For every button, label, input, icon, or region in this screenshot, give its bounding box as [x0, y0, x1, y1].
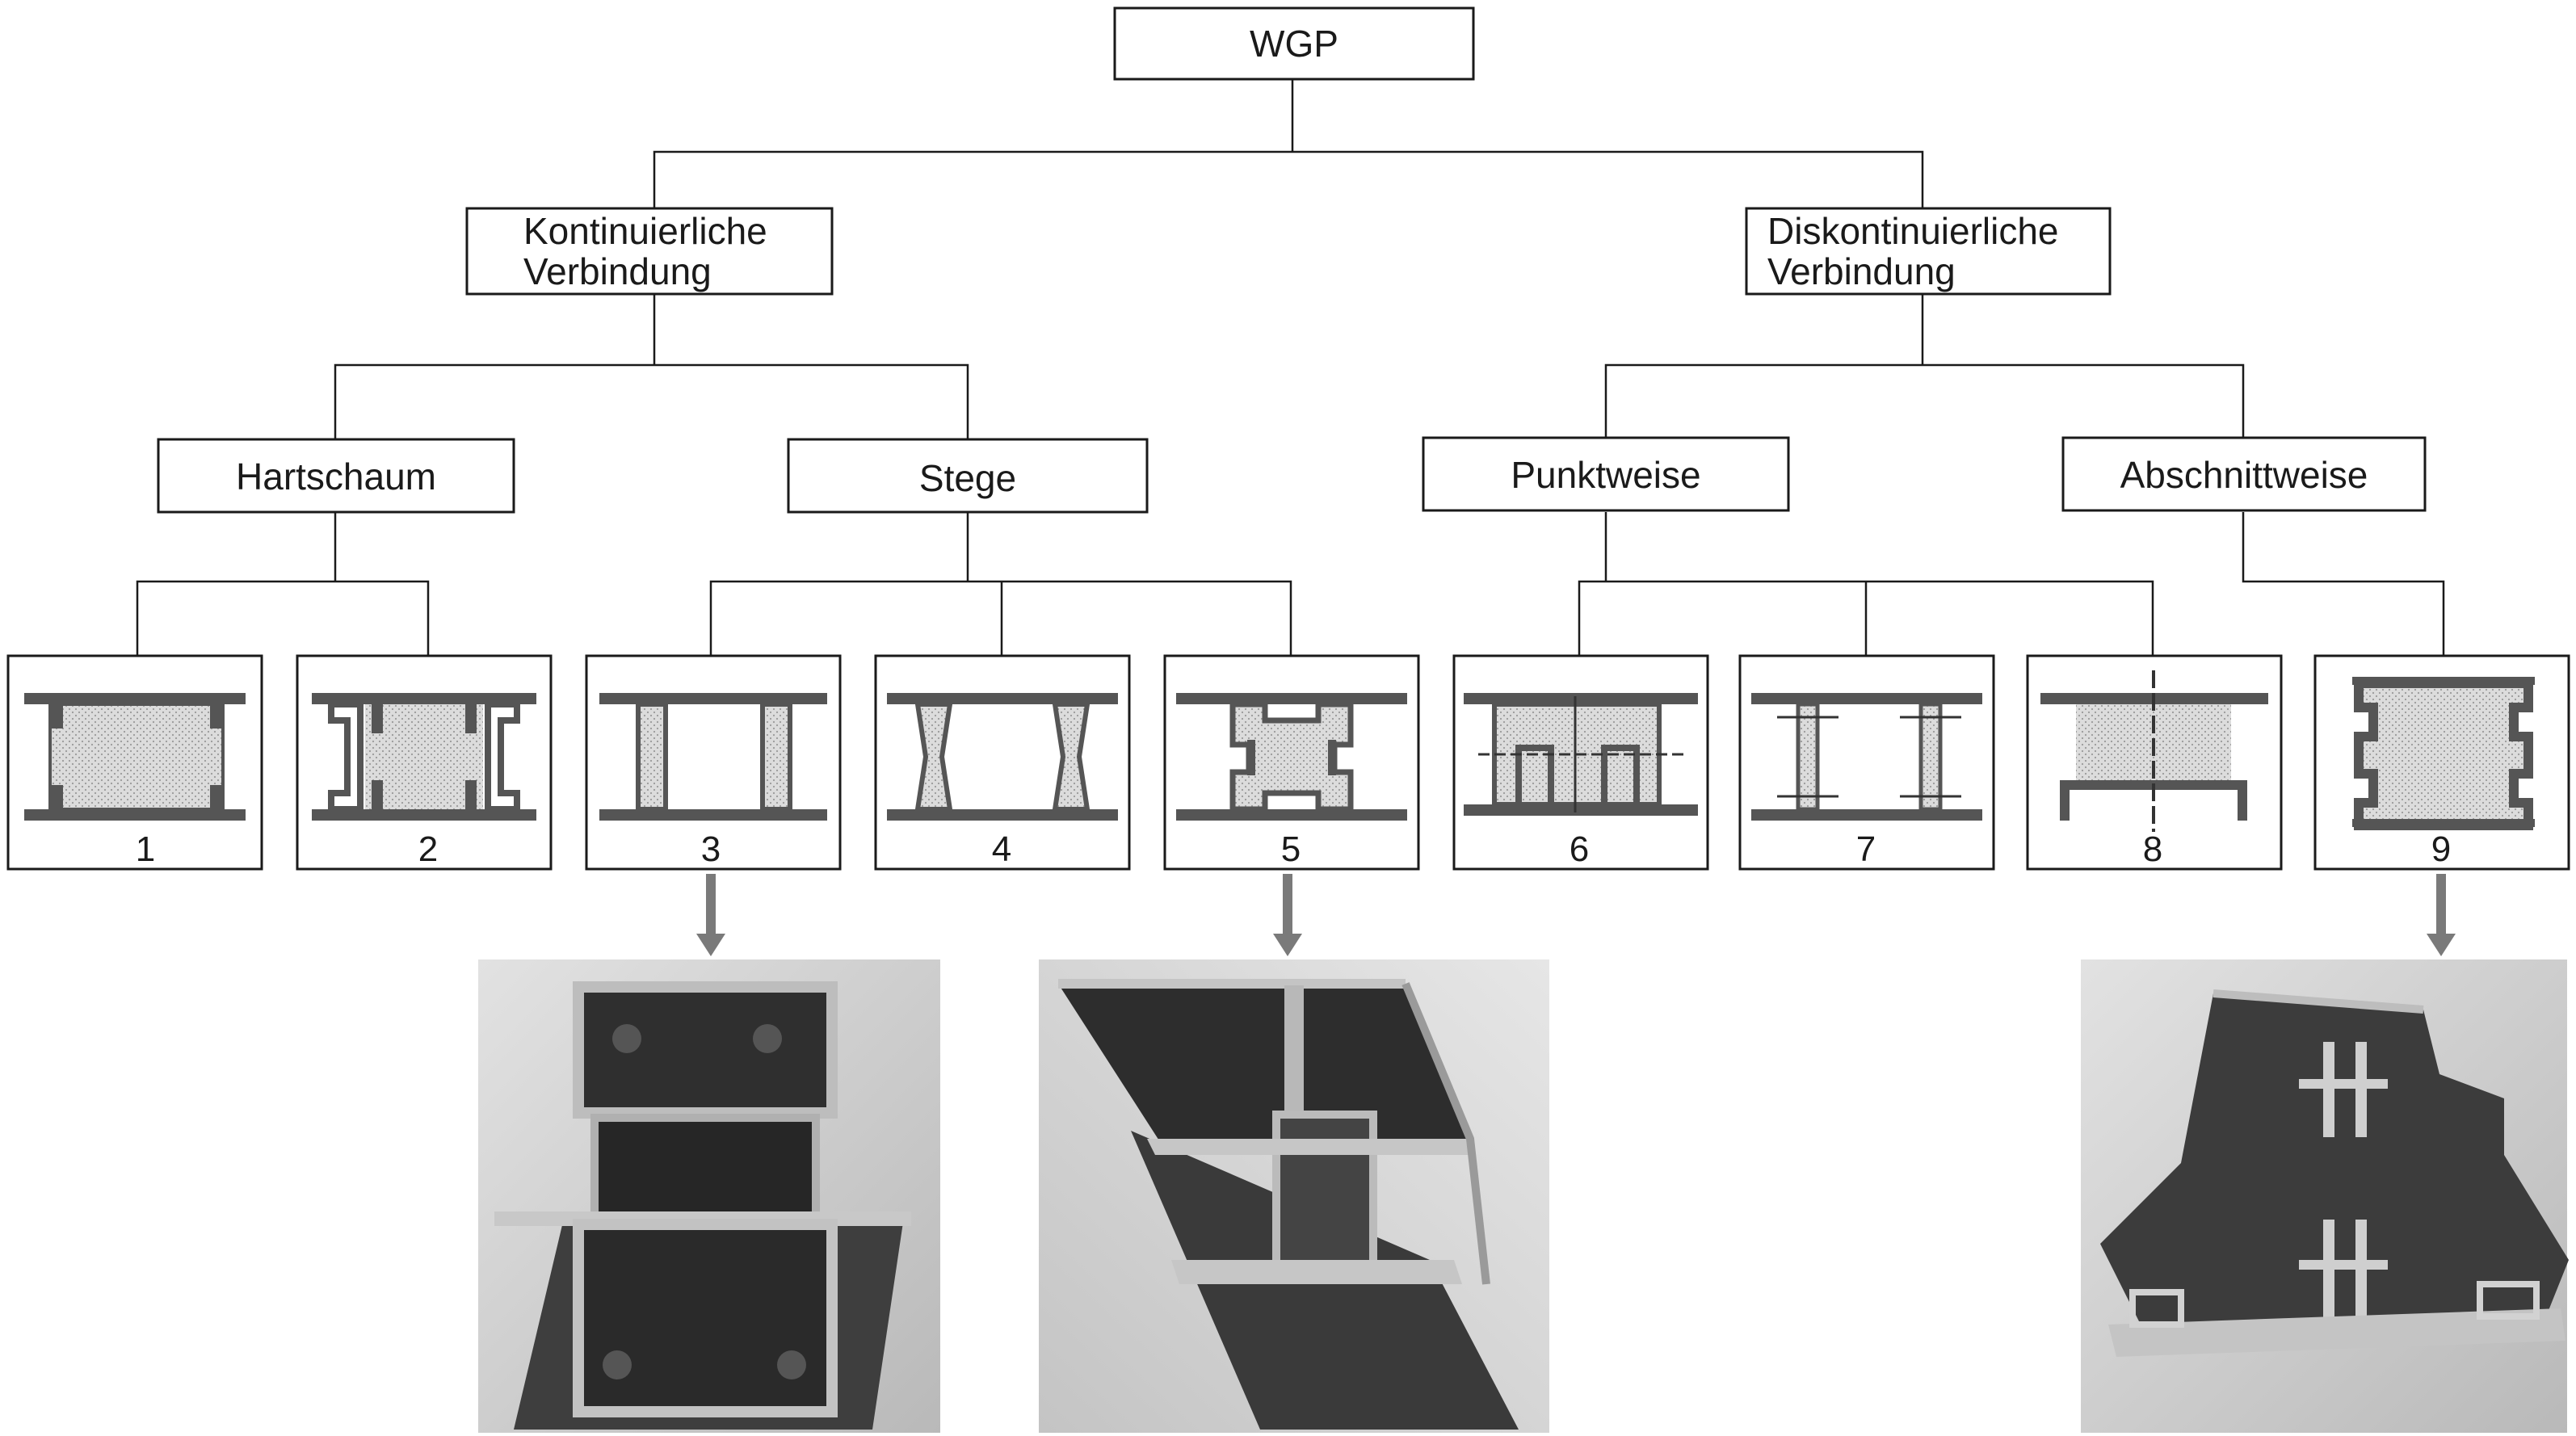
profile-9-number: 9: [2431, 829, 2451, 869]
profile-7-number: 7: [1856, 829, 1876, 869]
profile-5-number: 5: [1281, 829, 1301, 869]
photo-profile-3: [478, 959, 940, 1433]
profile-3-cross-section: [599, 693, 827, 821]
abschnittweise-label: Abschnittweise: [2120, 454, 2368, 496]
arrow-5-to-photo: [1273, 874, 1302, 956]
profile-6: 6: [1452, 654, 1709, 871]
node-abschnittweise: Abschnittweise: [2061, 436, 2427, 512]
tree-connectors: [136, 79, 2445, 656]
root-label: WGP: [1250, 23, 1338, 65]
profile-2: 2: [296, 654, 553, 871]
kontinuierliche-line1: Kontinuierliche: [523, 210, 767, 252]
stege-label: Stege: [919, 457, 1016, 499]
profile-1-number: 1: [136, 829, 155, 869]
profile-4-number: 4: [992, 829, 1011, 869]
profile-8: 8: [2026, 654, 2283, 871]
profile-6-number: 6: [1570, 829, 1589, 869]
profile-7-cross-section: [1751, 693, 1982, 821]
profile-5-cross-section: [1176, 693, 1407, 821]
profile-9: 9: [2313, 654, 2570, 871]
profile-5: 5: [1163, 654, 1420, 871]
profile-1-cross-section: [24, 693, 246, 821]
node-root: WGP: [1113, 6, 1475, 81]
photo-profile-5: [1039, 959, 1549, 1433]
arrow-9-to-photo: [2427, 874, 2456, 956]
punktweise-label: Punktweise: [1511, 454, 1700, 496]
diskontinuierliche-line1: Diskontinuierliche: [1767, 210, 2059, 252]
profile-8-number: 8: [2143, 829, 2162, 869]
node-diskontinuierliche-verbindung: Diskontinuierliche Verbindung: [1745, 207, 2112, 296]
profile-2-number: 2: [418, 829, 438, 869]
profile-3: 3: [585, 654, 842, 871]
profile-8-cross-section: [2040, 670, 2268, 832]
diskontinuierliche-label: Diskontinuierliche Verbindung: [1767, 210, 2069, 292]
profile-3-number: 3: [701, 829, 721, 869]
profile-2-cross-section: [312, 693, 536, 821]
profile-9-cross-section: [2352, 677, 2535, 830]
photo-profile-9: [2081, 959, 2569, 1433]
profile-6-cross-section: [1464, 693, 1698, 816]
arrow-3-to-photo: [696, 874, 725, 956]
profile-4-cross-section: [887, 693, 1118, 821]
kontinuierliche-line2: Verbindung: [523, 250, 712, 292]
profile-7: 7: [1738, 654, 1995, 871]
node-stege: Stege: [787, 438, 1149, 514]
profile-1: 1: [6, 654, 263, 871]
profile-4: 4: [874, 654, 1131, 871]
node-hartschaum: Hartschaum: [157, 438, 515, 514]
hartschaum-label: Hartschaum: [236, 456, 436, 498]
node-punktweise: Punktweise: [1422, 436, 1790, 512]
node-kontinuierliche-verbindung: Kontinuierliche Verbindung: [465, 207, 834, 296]
diskontinuierliche-line2: Verbindung: [1767, 250, 1956, 292]
kontinuierliche-label: Kontinuierliche Verbindung: [523, 210, 778, 292]
